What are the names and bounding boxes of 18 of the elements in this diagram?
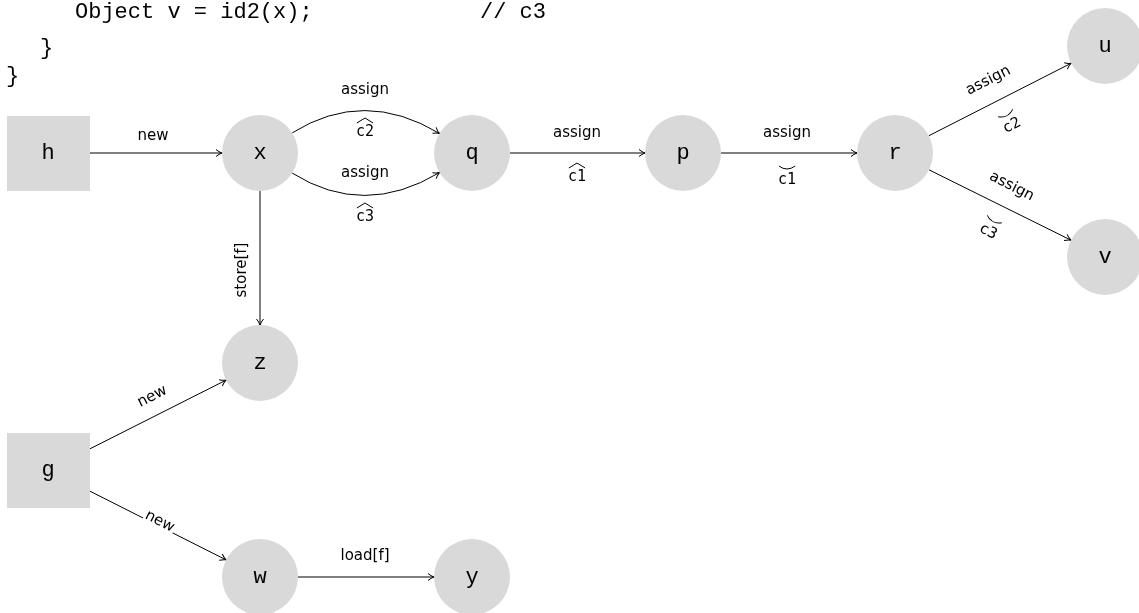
call-site-label: c3 <box>355 202 375 224</box>
edge-label: assign <box>762 124 812 140</box>
node-box: g <box>6 432 90 508</box>
edge-label: assign <box>552 124 602 140</box>
edge-label: assign <box>340 81 390 97</box>
call-site-label: c3 <box>976 214 1004 242</box>
edge-label: assign <box>340 164 390 180</box>
edge-label: load[f] <box>339 547 391 563</box>
code-line: } <box>6 66 20 88</box>
code-line: Object v = id2(x); <box>75 2 313 24</box>
node-box: h <box>6 115 90 191</box>
edge-label: store[f] <box>233 241 249 299</box>
call-site-label: c1 <box>777 165 797 187</box>
call-site-label: c2 <box>355 117 375 139</box>
code-line: // c3 <box>480 2 546 24</box>
call-site-label: c2 <box>996 108 1024 136</box>
call-site-label: c1 <box>567 162 587 184</box>
code-line: } <box>40 38 54 60</box>
